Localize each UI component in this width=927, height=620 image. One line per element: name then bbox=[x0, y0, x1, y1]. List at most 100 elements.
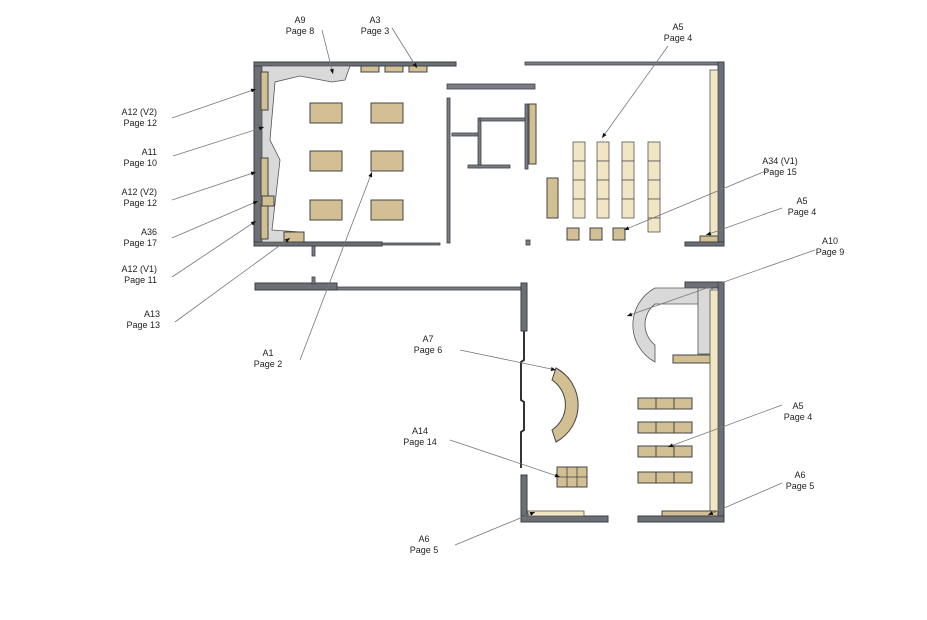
callout-page: Page 3 bbox=[361, 26, 390, 36]
shelf-bay bbox=[647, 179, 661, 200]
leader-line bbox=[454, 511, 536, 546]
fixtures bbox=[260, 65, 719, 517]
callout-page: Page 4 bbox=[664, 33, 693, 43]
callout-id: A34 (V1) bbox=[762, 156, 798, 166]
wall-unit bbox=[528, 103, 537, 165]
shelf-bay bbox=[647, 141, 661, 162]
arrowhead-icon bbox=[708, 511, 714, 515]
wall bbox=[446, 97, 451, 244]
shelving-rows bbox=[637, 397, 693, 484]
wall bbox=[479, 117, 529, 122]
wall-shelf bbox=[360, 65, 380, 73]
display-unit bbox=[546, 177, 559, 219]
callout-page: Page 8 bbox=[286, 26, 315, 36]
shelf-bay bbox=[673, 471, 693, 484]
callout-id: A9 bbox=[294, 15, 305, 25]
shelf-bay bbox=[621, 179, 635, 200]
arrowhead-icon bbox=[529, 512, 535, 516]
leader-line bbox=[449, 439, 561, 478]
callout-page: Page 11 bbox=[124, 275, 157, 285]
shelf-bay bbox=[572, 141, 586, 162]
callout-page: Page 6 bbox=[414, 345, 443, 355]
arrowhead-icon bbox=[252, 201, 258, 205]
leader-line bbox=[601, 45, 669, 139]
arrowhead-icon bbox=[250, 171, 256, 176]
callout-page: Page 4 bbox=[788, 207, 817, 217]
display-cube bbox=[612, 227, 626, 241]
wall bbox=[717, 281, 725, 523]
wall bbox=[253, 241, 383, 247]
wall bbox=[525, 239, 531, 246]
arrowhead-icon bbox=[554, 473, 560, 478]
callout-id: A5 bbox=[792, 401, 803, 411]
arrowhead-icon bbox=[284, 238, 290, 243]
wall bbox=[520, 331, 525, 468]
leader-line bbox=[171, 220, 257, 278]
wall bbox=[684, 241, 725, 247]
arrowhead-icon bbox=[668, 443, 674, 448]
arrowhead-icon bbox=[250, 221, 256, 226]
wall bbox=[467, 164, 511, 169]
table bbox=[370, 150, 404, 172]
shelf-bay bbox=[655, 445, 675, 458]
leader-line bbox=[171, 200, 259, 239]
arrowhead-icon bbox=[627, 312, 633, 317]
shelf-bay bbox=[572, 198, 586, 219]
leader-line bbox=[299, 171, 373, 361]
wall-unit bbox=[260, 157, 269, 197]
gondola-shelving bbox=[572, 141, 661, 233]
wall bbox=[381, 242, 441, 246]
leader-line bbox=[171, 88, 257, 119]
callout-page: Page 15 bbox=[763, 167, 797, 177]
callout-page: Page 9 bbox=[816, 247, 845, 257]
wall bbox=[254, 282, 338, 291]
display-cube bbox=[566, 227, 580, 241]
shelf-bay bbox=[596, 160, 610, 181]
shelf-bay bbox=[637, 421, 657, 434]
callout-id: A14 bbox=[412, 426, 428, 436]
walls bbox=[253, 61, 725, 523]
arrowhead-icon bbox=[550, 367, 556, 371]
wall-unit bbox=[261, 195, 275, 207]
wall bbox=[446, 83, 536, 90]
shelf-bay bbox=[655, 421, 675, 434]
shelf-bay bbox=[596, 198, 610, 219]
wall bbox=[477, 117, 482, 169]
callout-page: Page 2 bbox=[254, 359, 283, 369]
arrowhead-icon bbox=[250, 88, 256, 93]
callout-id: A13 bbox=[144, 309, 160, 319]
wall bbox=[520, 282, 528, 332]
table bbox=[309, 150, 343, 172]
arrowhead-icon bbox=[368, 172, 373, 178]
wall-shelving bbox=[709, 289, 719, 517]
shelf-bay bbox=[647, 160, 661, 181]
wall-unit bbox=[283, 231, 305, 243]
callout-page: Page 10 bbox=[123, 158, 157, 168]
leader-line bbox=[707, 482, 783, 516]
table bbox=[309, 199, 343, 221]
callout-id: A6 bbox=[418, 534, 429, 544]
arrowhead-icon bbox=[258, 126, 264, 131]
shelf-bay bbox=[596, 141, 610, 162]
leader-line bbox=[171, 171, 257, 201]
callout-id: A5 bbox=[672, 22, 683, 32]
wall bbox=[253, 61, 457, 67]
wall bbox=[717, 61, 725, 247]
wall bbox=[451, 132, 481, 137]
shelf-bay bbox=[621, 160, 635, 181]
wall bbox=[336, 286, 526, 291]
callout-page: Page 12 bbox=[123, 118, 157, 128]
wall-unit bbox=[260, 71, 269, 111]
wall-unit bbox=[260, 205, 269, 240]
callout-page: Page 4 bbox=[784, 412, 813, 422]
callout-page: Page 13 bbox=[126, 320, 160, 330]
callout-page: Page 17 bbox=[123, 238, 157, 248]
shelving bbox=[527, 510, 585, 517]
wall bbox=[524, 61, 724, 66]
